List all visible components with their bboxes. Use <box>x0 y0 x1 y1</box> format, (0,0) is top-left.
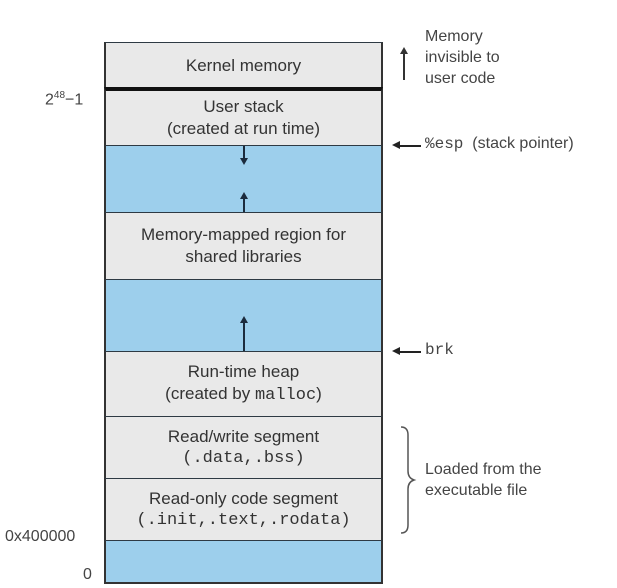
mmap-segment: Memory-mapped region for shared librarie… <box>104 212 383 279</box>
heap-sublabel: (created by malloc) <box>165 384 322 405</box>
heap-label: Run-time heap <box>187 362 300 381</box>
kernel-note: Memory invisible to user code <box>425 28 500 87</box>
brk-arrow-icon <box>392 347 400 355</box>
top-user-address: 248−1 <box>45 90 84 109</box>
mmap-label: Memory-mapped region for <box>140 225 347 244</box>
kernel-memory-label: Kernel memory <box>185 55 302 75</box>
text-start-address: 0x400000 <box>5 528 76 545</box>
rw-label: Read/write segment <box>167 426 320 446</box>
kernel-up-arrow-icon <box>400 47 408 54</box>
loaded-brace-icon <box>400 426 417 534</box>
loaded-note: Loaded from the executable file <box>425 461 542 499</box>
user-stack-segment: User stack (created at run time) <box>104 87 383 145</box>
heap-segment: Run-time heap (created by malloc) <box>104 351 383 416</box>
kernel-memory-segment: Kernel memory <box>104 42 383 88</box>
brk-label: brk <box>425 341 454 359</box>
ro-segment: Read-only code segment (.init,.text,.rod… <box>104 478 383 540</box>
esp-label: %esp (stack pointer) <box>425 135 574 153</box>
unused-low-segment <box>104 540 383 584</box>
kernel-up-arrow-shaft <box>403 52 405 80</box>
esp-arrow-line <box>398 145 421 147</box>
ro-label: Read-only code segment <box>148 488 338 508</box>
zero-address: 0 <box>83 566 92 583</box>
mmap-sublabel: shared libraries <box>185 247 302 266</box>
esp-arrow-icon <box>392 141 400 149</box>
brk-arrow-line <box>398 351 421 353</box>
stack-down-arrow-icon <box>240 158 248 165</box>
user-stack-label: User stack <box>203 97 284 116</box>
mmap-up-arrow-shaft <box>243 198 245 212</box>
mmap-up-arrow-icon <box>240 192 248 199</box>
rw-sublabel: (.data,.bss) <box>182 448 305 468</box>
rw-segment: Read/write segment (.data,.bss) <box>104 416 383 478</box>
user-stack-sublabel: (created at run time) <box>166 119 321 138</box>
heap-up-arrow-icon <box>240 316 248 323</box>
heap-up-arrow-shaft <box>243 322 245 351</box>
stack-down-arrow-shaft <box>243 146 245 158</box>
ro-sublabel: (.init,.text,.rodata) <box>136 510 351 530</box>
